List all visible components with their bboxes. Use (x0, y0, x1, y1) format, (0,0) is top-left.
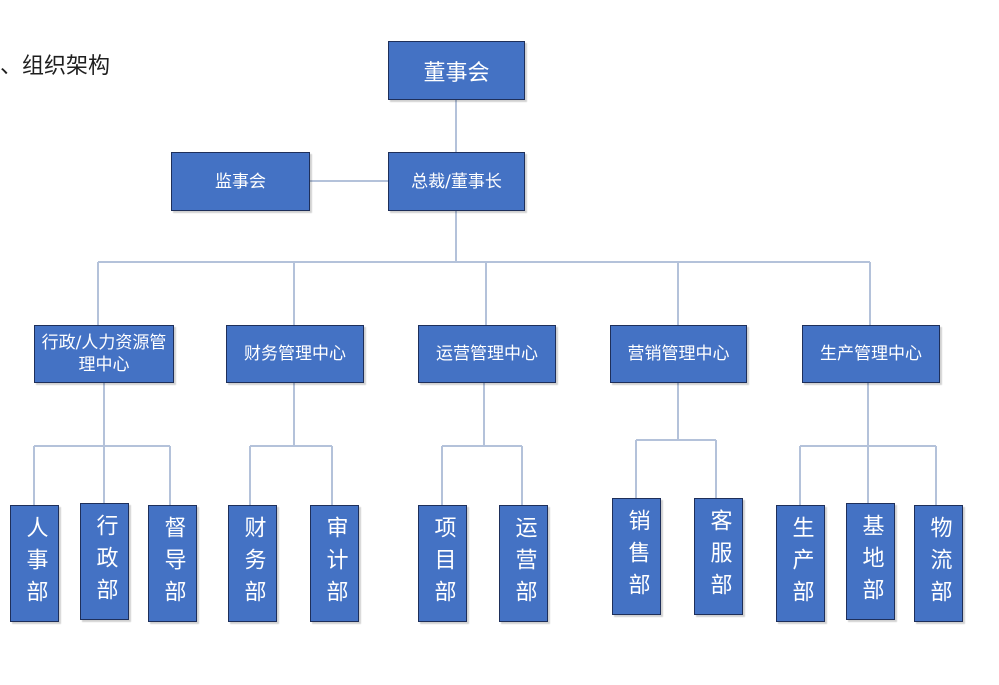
node-center-operations: 运营管理中心 (418, 325, 556, 383)
node-dept-audit: 审计部 (310, 505, 359, 622)
node-dept-admin: 行政部 (80, 503, 129, 620)
node-dept-sales: 销售部 (612, 498, 661, 615)
node-dept-production: 生产部 (776, 505, 825, 622)
node-dept-base: 基地部 (846, 503, 895, 620)
node-dept-logistics: 物流部 (914, 505, 963, 622)
node-center-admin-hr: 行政/人力资源管理中心 (34, 325, 174, 383)
node-dept-supervision: 督导部 (148, 505, 197, 622)
node-dept-operations: 运营部 (499, 505, 548, 622)
page-heading: 、组织架构 (0, 54, 111, 79)
node-center-production: 生产管理中心 (802, 325, 940, 383)
node-dept-customer-service: 客服部 (694, 498, 743, 615)
node-supervisors: 监事会 (171, 152, 310, 211)
node-center-marketing: 营销管理中心 (610, 325, 747, 383)
node-dept-project: 项目部 (418, 505, 467, 622)
node-president: 总裁/董事长 (388, 152, 525, 211)
node-dept-hr: 人事部 (10, 505, 59, 622)
node-center-finance: 财务管理中心 (226, 325, 364, 383)
node-dept-finance: 财务部 (228, 505, 277, 622)
node-board: 董事会 (388, 41, 525, 100)
